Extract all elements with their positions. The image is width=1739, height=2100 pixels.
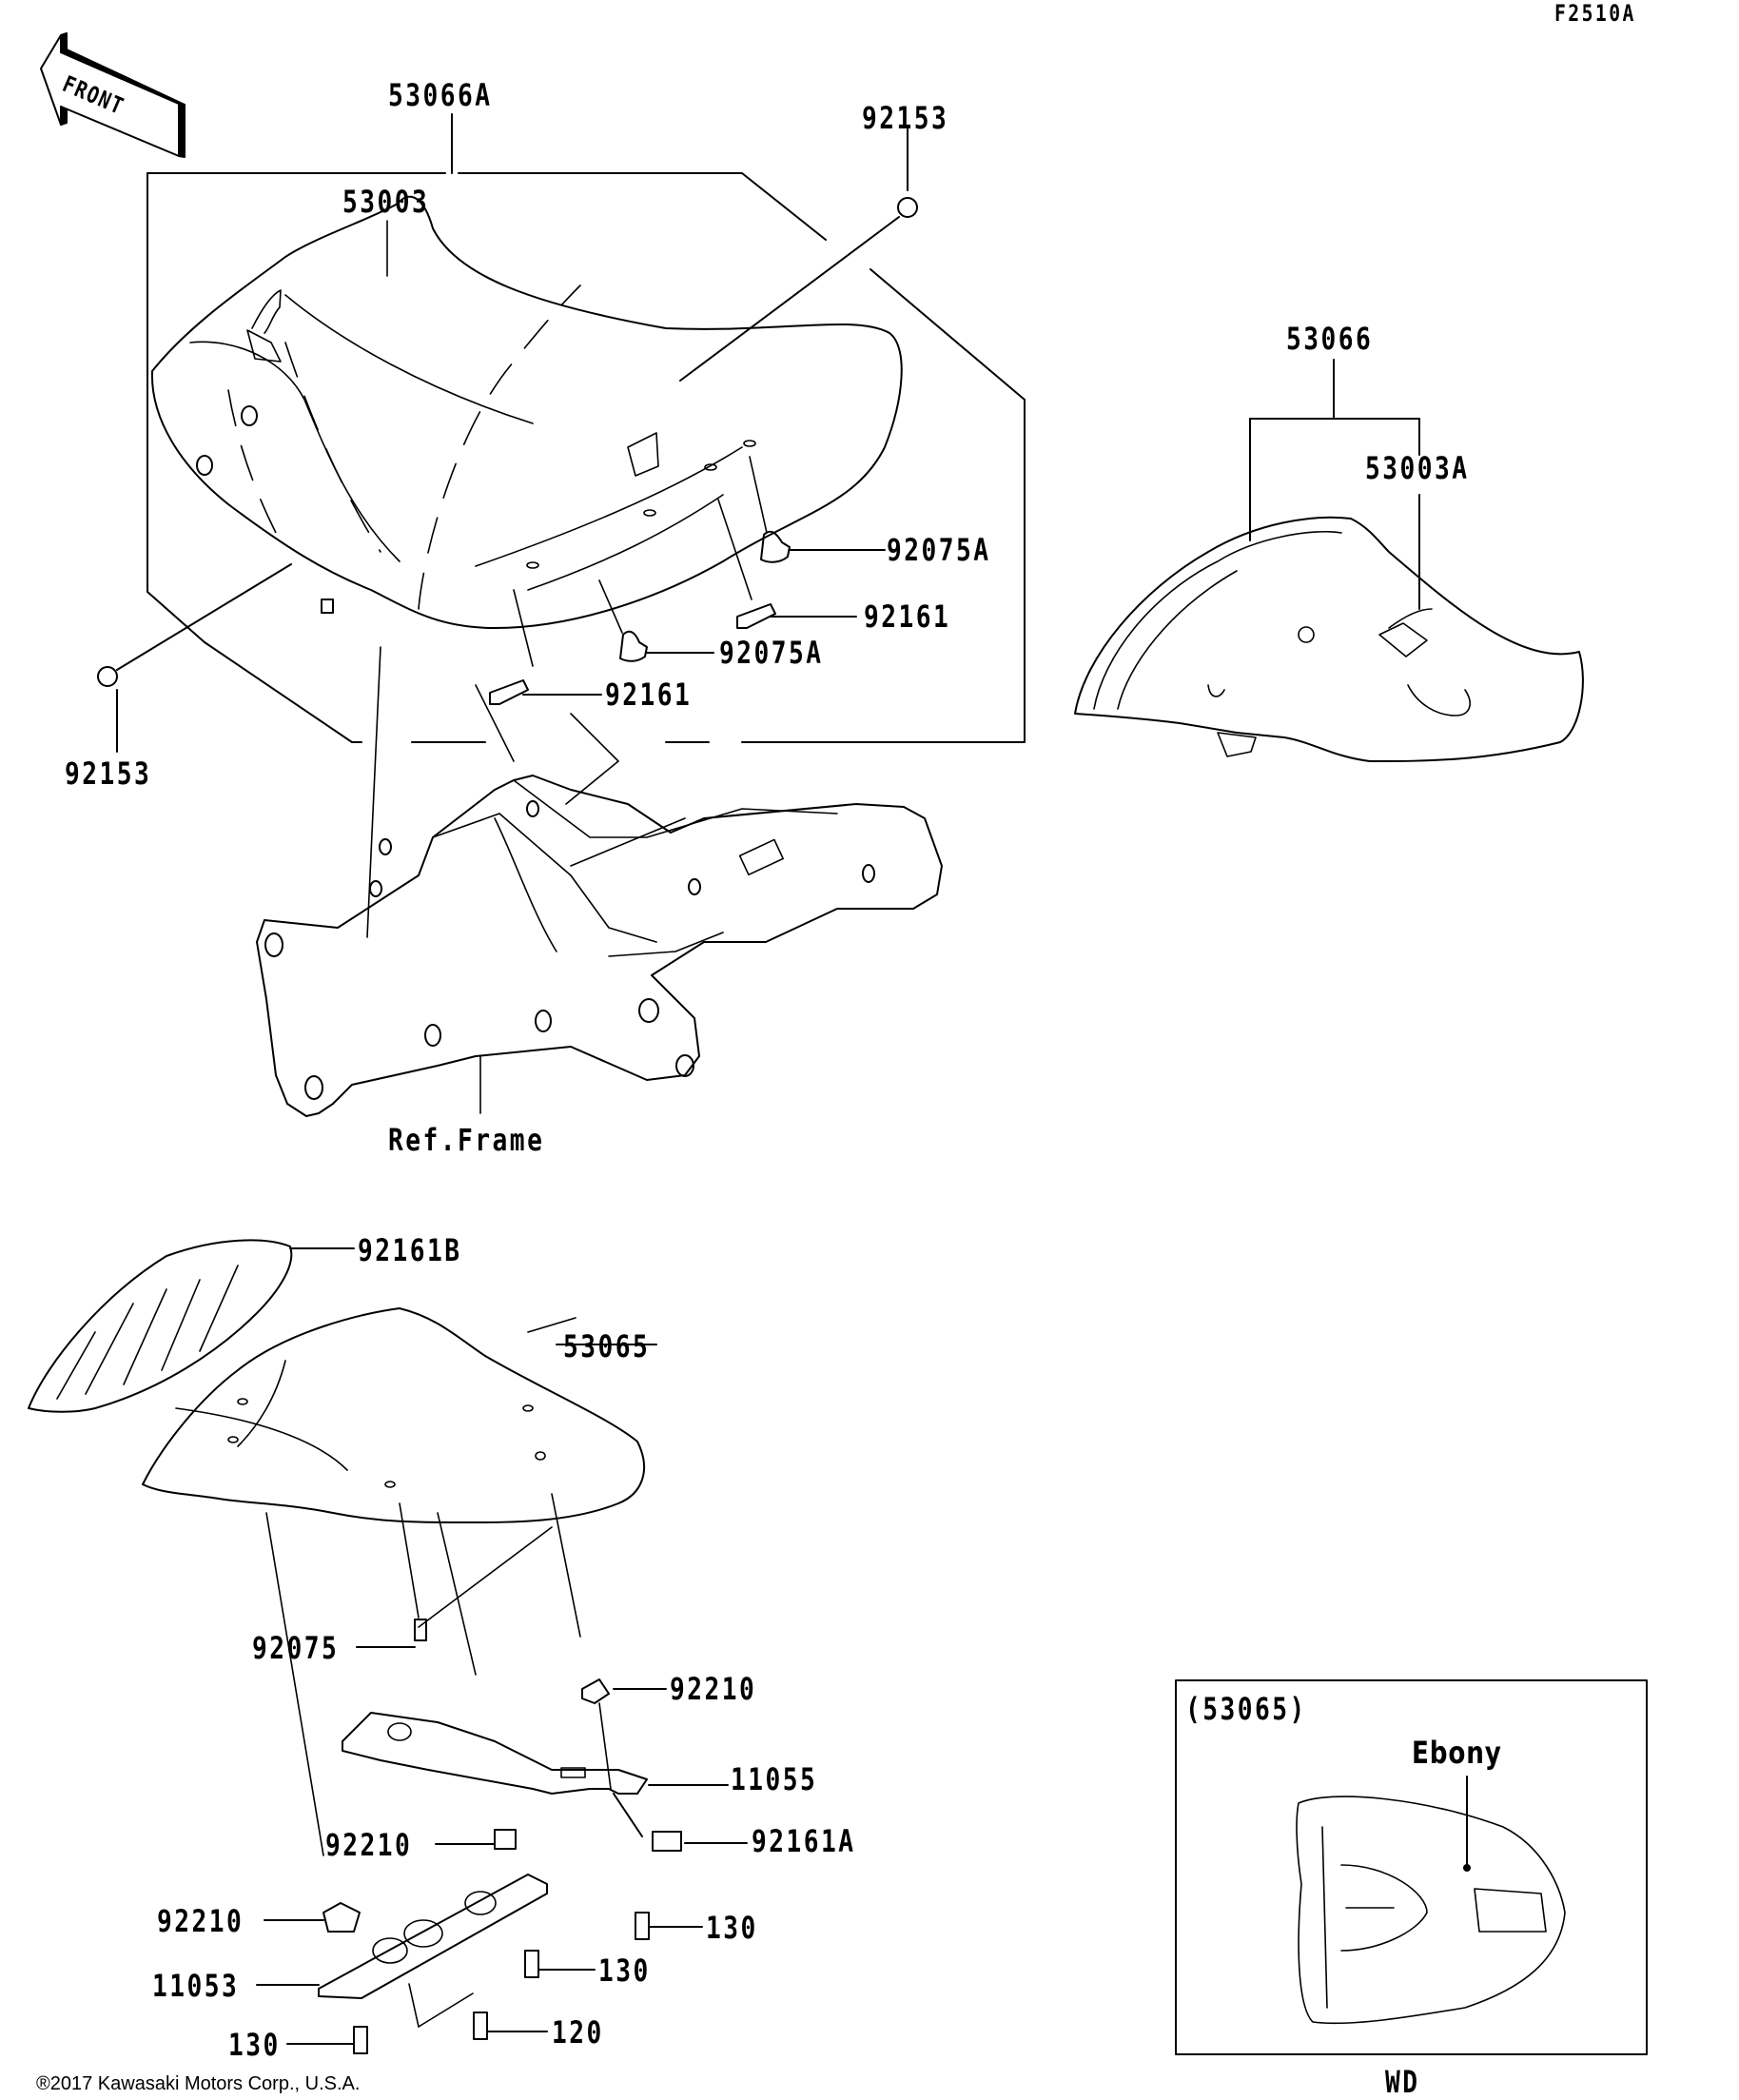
part-label-92210-left: 92210 xyxy=(157,1903,244,1939)
part-label-130-right: 130 xyxy=(706,1910,758,1946)
ref-frame-drawing xyxy=(256,775,943,1117)
diagram-code: F2510A xyxy=(1554,0,1636,27)
part-label-53066: 53066 xyxy=(1286,321,1374,357)
part-label-53065: 53065 xyxy=(563,1328,651,1364)
inset-title: (53065) xyxy=(1185,1691,1307,1727)
part-label-130-mid: 130 xyxy=(598,1953,651,1989)
part-label-92161B: 92161B xyxy=(358,1232,462,1268)
rear-seat-53066-drawing xyxy=(1074,516,1584,762)
clip-92161-lower xyxy=(489,589,602,705)
part-label-53066A: 53066A xyxy=(388,77,493,113)
plate-11053-drawing xyxy=(256,1874,548,2028)
clip-92075A-lower xyxy=(598,579,714,662)
part-label-92210-top: 92210 xyxy=(670,1671,757,1707)
part-label-92161A: 92161A xyxy=(752,1823,856,1859)
part-label-11055: 11055 xyxy=(731,1761,818,1797)
inset-caption: WD xyxy=(1385,2064,1420,2100)
assembly-bracket-53066A xyxy=(147,113,1026,743)
part-label-92161-lower: 92161 xyxy=(605,677,693,713)
part-label-92153-top: 92153 xyxy=(862,100,949,136)
cover-92161B-drawing xyxy=(28,1239,355,1413)
copyright-text: ®2017 Kawasaki Motors Corp., U.S.A. xyxy=(36,2073,361,2094)
part-label-53003: 53003 xyxy=(342,184,430,220)
part-label-92075: 92075 xyxy=(252,1630,340,1666)
nut-92210-left xyxy=(264,1902,361,1933)
part-label-92153-bottom: 92153 xyxy=(65,756,152,792)
inset-box xyxy=(1175,1679,1648,2055)
clip-92075A-right xyxy=(749,456,886,563)
screw-92075 xyxy=(356,1619,427,1648)
inset-color-label: Ebony xyxy=(1412,1735,1502,1771)
part-label-130-bottom: 130 xyxy=(228,2027,281,2063)
bracket-11055-drawing xyxy=(342,1712,748,1852)
part-label-11053: 11053 xyxy=(152,1968,240,2004)
part-label-92210-mid: 92210 xyxy=(325,1827,413,1863)
part-label-92161-right: 92161 xyxy=(864,599,951,635)
screw-92153-top xyxy=(679,125,918,382)
clip-92161-right xyxy=(717,499,857,629)
ref-frame-label: Ref.Frame xyxy=(388,1122,545,1158)
part-label-53003A: 53003A xyxy=(1365,450,1470,486)
bolt-130-mid xyxy=(524,1950,596,1978)
nut-92210-mid xyxy=(435,1829,517,1850)
rear-cowl-53065-drawing xyxy=(142,1307,657,1856)
screw-92153-bottom xyxy=(97,563,292,753)
part-label-92075A-lower: 92075A xyxy=(719,635,824,671)
assembly-bracket-53066 xyxy=(1249,359,1420,610)
part-label-120: 120 xyxy=(552,2014,604,2051)
front-seat-53003-drawing xyxy=(150,195,903,629)
front-direction-arrow-icon xyxy=(40,32,186,158)
bolt-130-right xyxy=(635,1912,703,1940)
bolt-120 xyxy=(473,2012,548,2040)
bolt-130-bottom xyxy=(286,2026,368,2054)
nut-92210-top xyxy=(581,1678,667,1790)
part-label-92075A-right: 92075A xyxy=(887,532,991,568)
